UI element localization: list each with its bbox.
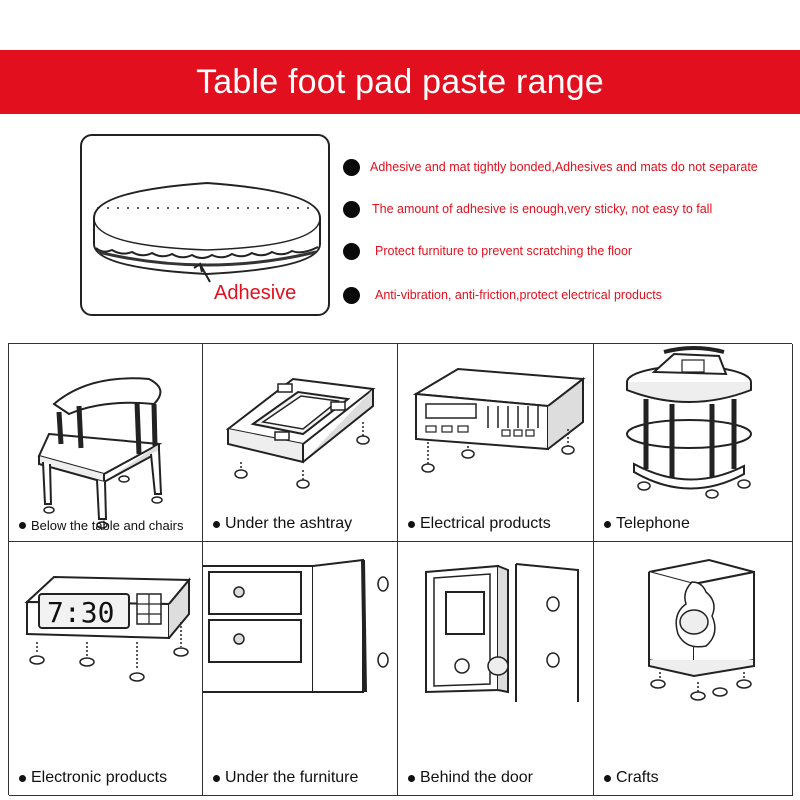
feature-item: The amount of adhesive is enough,very st… xyxy=(343,198,712,220)
use-label: Under the furniture xyxy=(213,769,358,787)
round-foot-pad-icon xyxy=(93,181,321,283)
use-label: Telephone xyxy=(604,515,690,533)
use-cell-chairs: Below the table and chairs xyxy=(9,344,203,542)
adhesive-label: Adhesive xyxy=(214,282,297,304)
feature-text: The amount of adhesive is enough,very st… xyxy=(372,202,713,216)
stereo-icon xyxy=(412,367,586,473)
bullet-dot xyxy=(408,774,415,782)
bullet-dot xyxy=(343,286,360,304)
use-cell-electronic: 7:30 Electronic products xyxy=(9,542,203,796)
drawer-cabinet-icon xyxy=(203,558,389,693)
ashtray-icon xyxy=(225,377,376,489)
door-icon xyxy=(425,563,579,702)
chair-icon xyxy=(37,377,163,529)
bullet-dot xyxy=(213,520,220,528)
clock-display-text: 7:30 xyxy=(47,596,114,629)
bullet-dot xyxy=(343,158,360,176)
use-cell-furniture: Under the furniture xyxy=(203,542,398,796)
alarm-clock-icon: 7:30 xyxy=(24,575,192,682)
bullet-dot xyxy=(213,774,220,782)
bullet-dot xyxy=(19,774,26,782)
bullet-dot xyxy=(343,242,360,260)
bullet-dot xyxy=(604,774,611,782)
use-label: Electrical products xyxy=(408,515,551,533)
use-cell-door: Behind the door xyxy=(398,542,594,796)
telephone-stand-icon xyxy=(626,346,752,499)
title-banner: Table foot pad paste range xyxy=(0,50,800,114)
use-label: Behind the door xyxy=(408,769,533,787)
use-label: Below the table and chairs xyxy=(19,518,183,533)
pad-illustration-box: Adhesive xyxy=(80,134,330,316)
use-cell-crafts: Crafts xyxy=(594,542,793,796)
feature-item: Adhesive and mat tightly bonded,Adhesive… xyxy=(343,156,758,178)
bullet-dot xyxy=(343,200,360,218)
bullet-dot xyxy=(604,520,611,528)
usage-grid: Below the table and chairs Under the ash… xyxy=(8,343,793,796)
use-cell-telephone: Telephone xyxy=(594,344,793,542)
feature-item: Protect furniture to prevent scratching … xyxy=(343,240,632,262)
feature-item: Anti-vibration, anti-friction,protect el… xyxy=(343,284,662,306)
bullet-dot xyxy=(19,522,26,529)
feature-text: Anti-vibration, anti-friction,protect el… xyxy=(375,288,662,302)
page-title: Table foot pad paste range xyxy=(196,62,604,101)
feature-text: Protect furniture to prevent scratching … xyxy=(375,244,633,258)
use-label: Under the ashtray xyxy=(213,515,352,533)
use-label: Electronic products xyxy=(19,769,167,787)
craft-display-icon xyxy=(648,558,755,701)
use-cell-electrical: Electrical products xyxy=(398,344,594,542)
use-label: Crafts xyxy=(604,769,659,787)
bullet-dot xyxy=(408,520,415,528)
feature-text: Adhesive and mat tightly bonded,Adhesive… xyxy=(370,160,758,174)
use-cell-ashtray: Under the ashtray xyxy=(203,344,398,542)
